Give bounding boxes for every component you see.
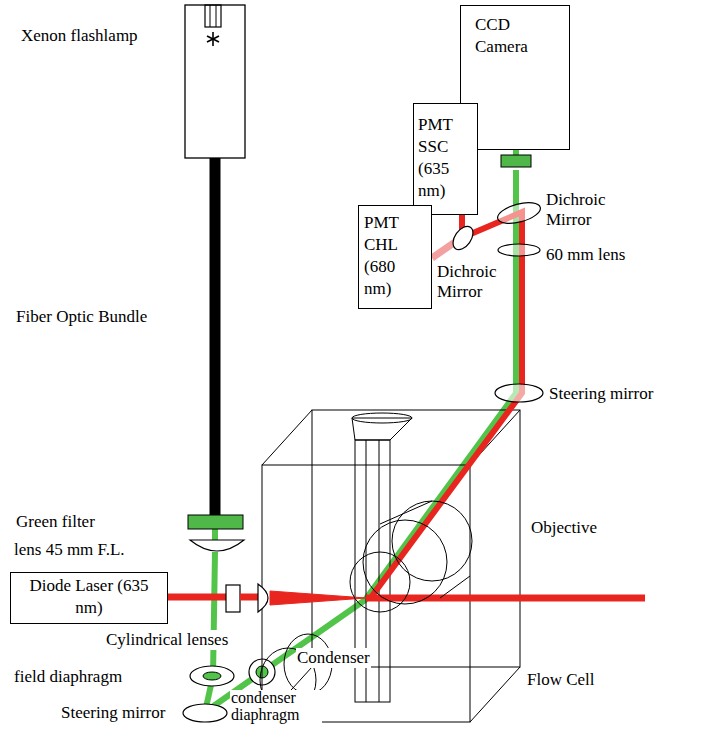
optics-part	[379, 440, 380, 702]
detector-box: PMT SSC (635 nm)	[413, 103, 478, 215]
part-label: Steering mirror	[60, 703, 166, 723]
steering-mirror	[183, 704, 227, 722]
fiber-bundle	[210, 158, 221, 515]
laser-box: Diode Laser (635 nm)	[10, 572, 168, 624]
field-diaphragm	[190, 666, 234, 686]
lens	[190, 540, 244, 551]
lamp-housing	[185, 5, 245, 158]
optics-part	[352, 413, 412, 423]
optics-part	[207, 36, 219, 42]
part-label: Fiber Optic Bundle	[15, 307, 148, 327]
green-beam	[205, 170, 516, 712]
steering-mirror	[495, 384, 543, 402]
part-label: field diaphragm	[13, 667, 123, 687]
lamp-spark	[207, 32, 219, 46]
optics-part	[205, 170, 516, 712]
box-label: CCD Camera	[475, 14, 555, 58]
laser-beam	[366, 595, 645, 602]
part-label: Dichroic Mirror	[436, 262, 510, 303]
camera-filter	[501, 155, 531, 167]
lamp-bulb	[205, 5, 221, 27]
box-label: PMT CHL (680 nm)	[364, 212, 426, 300]
part-label: lens 45 mm F.L.	[13, 540, 126, 560]
part-label: Steering mirror	[548, 384, 654, 404]
cylindrical-lens	[226, 585, 240, 612]
box-label: PMT SSC (635 nm)	[418, 114, 473, 202]
laser-beam	[168, 594, 226, 601]
lamp-electrode	[210, 5, 211, 27]
part-label: Flow Cell	[526, 670, 596, 690]
part-label: 60 mm lens	[545, 245, 626, 265]
objective-lens	[350, 501, 472, 612]
laser-beam	[240, 594, 258, 601]
part-label: Green filter	[15, 512, 96, 532]
field-diaphragm-aperture	[203, 672, 221, 680]
optics-part	[380, 501, 432, 524]
lamp-electrode	[216, 5, 217, 27]
optics-part	[363, 520, 447, 604]
optics-part	[440, 576, 470, 598]
part-label: Condenser	[296, 648, 371, 668]
optics-part	[262, 410, 312, 465]
optics-part	[470, 667, 520, 722]
lens	[498, 244, 540, 256]
dichroic-mirror	[495, 199, 542, 228]
cylindrical-lens	[258, 584, 268, 612]
part-label: condenser diaphragm	[230, 690, 322, 724]
part-label: Objective	[530, 518, 598, 538]
box-label: Diode Laser (635 nm)	[17, 575, 161, 619]
part-label: Cylindrical lenses	[105, 630, 229, 650]
optics-part	[350, 552, 410, 612]
detector-box: PMT CHL (680 nm)	[358, 205, 432, 309]
green-filter	[188, 515, 243, 529]
optics-part	[207, 36, 219, 42]
dichroic-mirror	[449, 223, 477, 253]
part-label: Xenon flashlamp	[20, 26, 139, 46]
part-label: Dichroic Mirror	[545, 190, 627, 231]
